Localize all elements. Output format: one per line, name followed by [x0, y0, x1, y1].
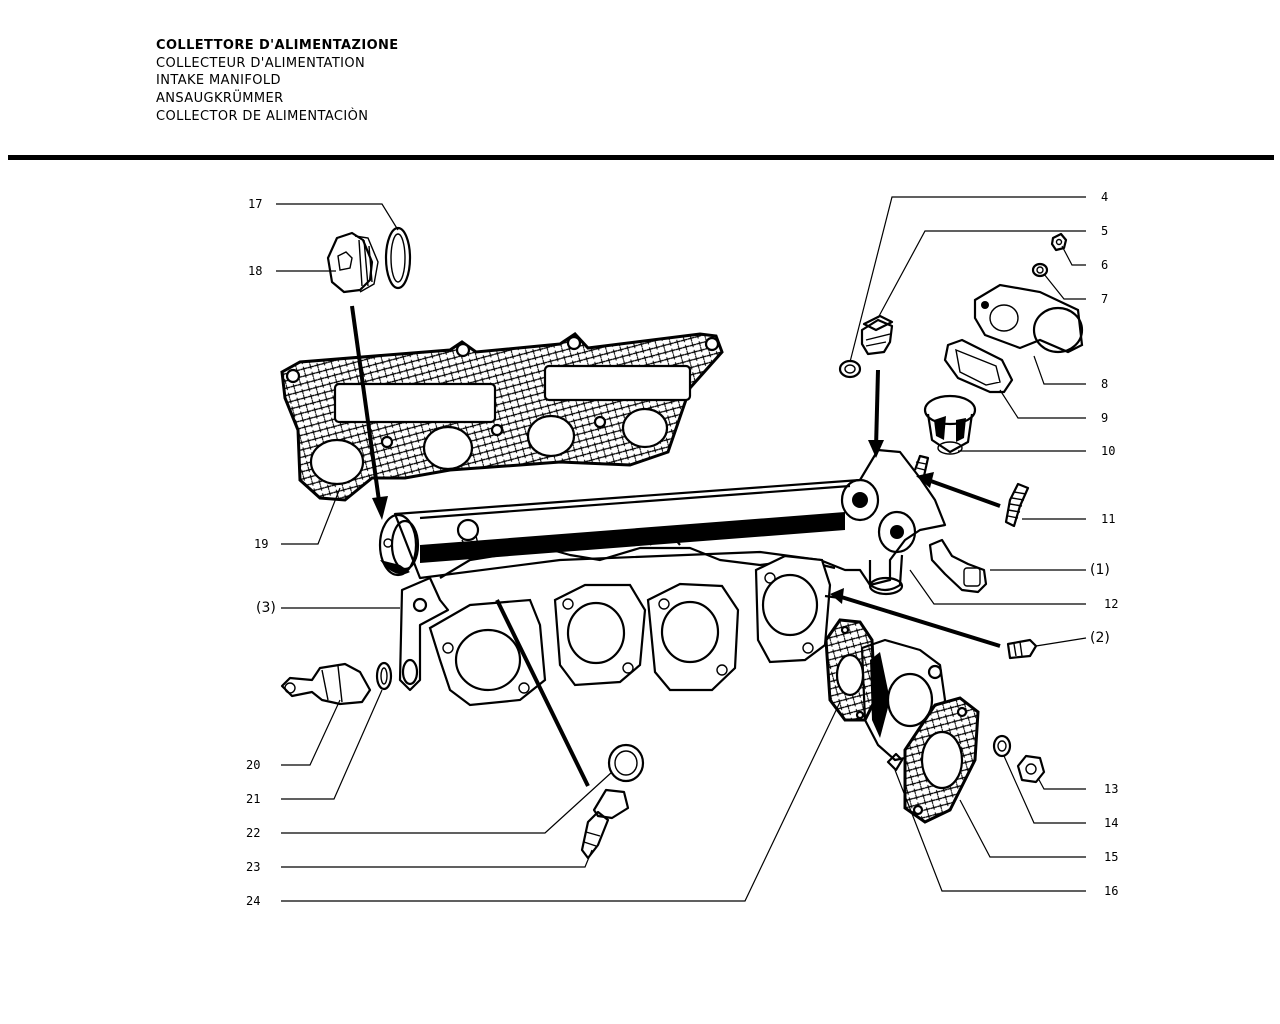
title-line-french: COLLECTEUR D'ALIMENTATION	[156, 55, 366, 71]
part-21-washer	[375, 661, 393, 691]
part-14-washer	[992, 734, 1012, 758]
leader-lines	[276, 196, 1087, 902]
part-17-washer	[384, 226, 412, 290]
callout-3: (3)	[256, 600, 276, 616]
callout-23: 23	[246, 860, 260, 874]
part-24-gasket	[824, 618, 877, 722]
callout-15: 15	[1104, 850, 1118, 864]
part-8-thermostat-cover	[973, 283, 1084, 354]
callout-16: 16	[1104, 884, 1118, 898]
title-line-german: ANSAUGKRÜMMER	[156, 91, 284, 107]
callout-10: 10	[1101, 444, 1115, 458]
callout-9: 9	[1101, 411, 1108, 425]
callout-24: 24	[246, 894, 260, 908]
callout-2: (2)	[1090, 630, 1110, 646]
assembly-arrows	[350, 305, 1001, 787]
title-block: COLLETTORE D'ALIMENTAZIONE COLLECTEUR D'…	[156, 37, 399, 126]
callout-21: 21	[246, 792, 260, 806]
callout-4: 4	[1101, 190, 1108, 204]
part-23-nipple	[580, 788, 630, 860]
callout-19: 19	[254, 537, 268, 551]
callout-14: 14	[1104, 816, 1118, 830]
manifold-flange-2	[553, 583, 647, 687]
title-line-english: INTAKE MANIFOLD	[156, 73, 281, 89]
part-19-intake-gasket	[280, 332, 724, 502]
callout-6: 6	[1101, 258, 1108, 272]
part-9-gasket	[943, 338, 1014, 394]
manifold-flange-1	[428, 598, 547, 707]
part-11-stud	[1004, 482, 1030, 528]
title-line-spanish: COLLECTOR DE ALIMENTACIÒN	[156, 108, 369, 124]
callout-labels: 17 18 19 (3) 20 21 22 23 24 4 5 6 7 8 9 …	[246, 190, 1118, 908]
callout-5: 5	[1101, 224, 1108, 238]
part-7-washer	[1031, 262, 1049, 278]
part-13-nut	[1016, 754, 1046, 784]
part-2-nipple	[1006, 638, 1038, 660]
part-1-temperature-sender	[928, 538, 988, 594]
header-rule	[8, 155, 1274, 160]
callout-12: 12	[1104, 597, 1118, 611]
part-22-washer	[607, 743, 645, 783]
callout-1: (1)	[1090, 562, 1110, 578]
callout-17: 17	[248, 197, 262, 211]
title-line-italian: COLLETTORE D'ALIMENTAZIONE	[156, 38, 399, 53]
part-5-plug	[860, 314, 894, 356]
callout-8: 8	[1101, 377, 1108, 391]
callout-22: 22	[246, 826, 260, 840]
callout-18: 18	[248, 264, 262, 278]
part-3-manifold-body	[378, 448, 947, 692]
manifold-stud	[913, 454, 930, 477]
part-20-union-fitting	[280, 662, 372, 706]
callout-11: 11	[1101, 512, 1115, 526]
part-4-washer	[838, 359, 862, 379]
manifold-flange-3	[646, 582, 740, 692]
callout-7: 7	[1101, 292, 1108, 306]
part-15-gasket	[903, 696, 980, 824]
callout-20: 20	[246, 758, 260, 772]
part-6-nut	[1050, 232, 1068, 252]
part-10-thermostat	[923, 394, 977, 455]
callout-13: 13	[1104, 782, 1118, 796]
part-18-plug	[326, 231, 379, 294]
